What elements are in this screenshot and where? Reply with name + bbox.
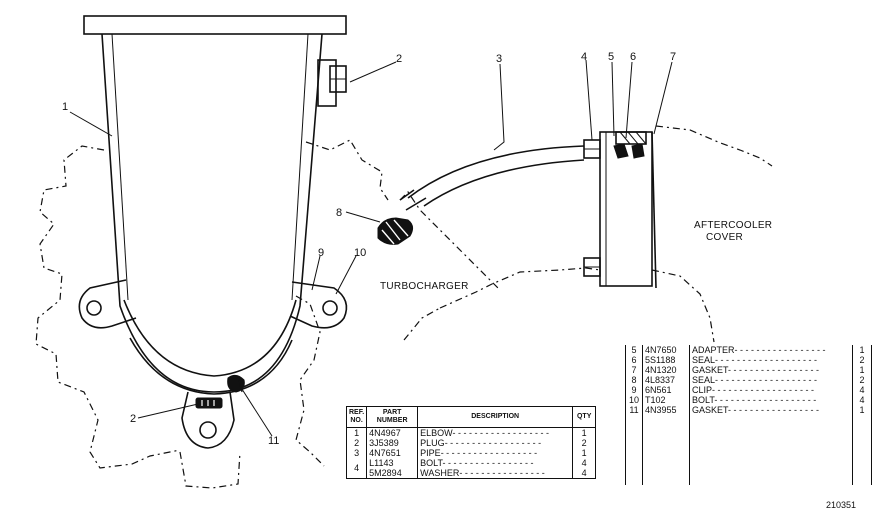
callout-leaders: [69, 59, 673, 437]
parts-table-right: 5 4N7650 ADAPTER- - - - - - - - - - - - …: [625, 345, 872, 485]
desc-cell: BOLT- - - - - - - - - - - - - - - - -: [417, 458, 574, 468]
table-row: 5 4N7650 ADAPTER- - - - - - - - - - - - …: [625, 345, 872, 355]
table-row: 10 T102 BOLT- - - - - - - - - - - - - - …: [625, 395, 872, 405]
ref-cell: 5: [625, 345, 643, 355]
desc-cell: SEAL- - - - - - - - - - - - - - - - - - …: [689, 375, 853, 385]
qty-cell: 1: [859, 365, 865, 375]
part-cell: 5M2894: [366, 468, 419, 479]
callout-2-bottom: 2: [130, 413, 136, 425]
desc-cell: GASKET- - - - - - - - - - - - - - - - -: [689, 365, 853, 375]
qty-cell: 2: [859, 375, 865, 385]
qty-cell: 1: [859, 405, 865, 415]
callout-8: 8: [336, 207, 342, 219]
callout-1: 1: [62, 101, 68, 113]
aftercooler-label-line1: AFTERCOOLER: [694, 220, 772, 231]
callout-9: 9: [318, 247, 324, 259]
ref-cell: 6: [625, 355, 643, 365]
table-filler-row: [625, 415, 872, 485]
callout-7: 7: [670, 51, 676, 63]
table-row: 9 6N561 CLIP- - - - - - - - - - - - - - …: [625, 385, 872, 395]
turbocharger-label: TURBOCHARGER: [380, 281, 469, 292]
desc-cell: SEAL- - - - - - - - - - - - - - - - - - …: [689, 355, 853, 365]
ref-cell: 8: [625, 375, 643, 385]
callout-6: 6: [630, 51, 636, 63]
desc-cell: WASHER- - - - - - - - - - - - - - - -: [417, 468, 574, 479]
table-row: 3 4N7651 PIPE- - - - - - - - - - - - - -…: [346, 448, 596, 458]
qty-cell: 1: [581, 428, 587, 438]
part-cell: 4N1320: [642, 365, 690, 375]
qty-cell: 2: [581, 438, 587, 448]
callout-4: 4: [581, 51, 587, 63]
part-cell: 4N3955: [642, 405, 690, 415]
figure-number: 210351: [826, 500, 857, 510]
desc-cell: PLUG- - - - - - - - - - - - - - - - - -: [417, 438, 574, 448]
header-description: DESCRIPTION: [417, 406, 574, 428]
desc-cell: CLIP- - - - - - - - - - - - - - - - - - …: [689, 385, 853, 395]
ref-cell: 3: [346, 448, 368, 458]
qty-cell: 4: [859, 395, 865, 405]
desc-cell: BOLT- - - - - - - - - - - - - - - - - - …: [689, 395, 853, 405]
table-row: 5M2894 WASHER- - - - - - - - - - - - - -…: [347, 468, 596, 479]
callout-3: 3: [496, 53, 502, 65]
header-ref: REF. NO.: [346, 406, 368, 428]
callout-10: 10: [354, 247, 366, 259]
pipe: [399, 145, 585, 211]
parts-table-left: REF. NO. PART NUMBER DESCRIPTION QTY 1 4…: [346, 406, 597, 479]
ref-cell: 1: [346, 427, 368, 438]
table-row: 7 4N1320 GASKET- - - - - - - - - - - - -…: [625, 365, 872, 375]
callout-11: 11: [268, 435, 279, 447]
part-cell: 5S1188: [642, 355, 690, 365]
part-cell: 4L8337: [642, 375, 690, 385]
desc-cell: GASKET- - - - - - - - - - - - - - - - -: [689, 405, 853, 415]
ref-cell: 7: [625, 365, 643, 375]
aftercooler-label-line2: COVER: [706, 232, 743, 243]
desc-cell: ADAPTER- - - - - - - - - - - - - - - - -: [689, 345, 853, 355]
turbocharger-housing-outline: [35, 125, 773, 489]
table-row: 2 3J5389 PLUG- - - - - - - - - - - - - -…: [346, 438, 596, 448]
table-row: 8 4L8337 SEAL- - - - - - - - - - - - - -…: [625, 375, 872, 385]
part-cell: 6N561: [642, 385, 690, 395]
adapter-assembly: [583, 131, 657, 289]
qty-cell: 1: [581, 448, 587, 458]
part-cell: T102: [642, 395, 690, 405]
ref-cell: 10: [625, 395, 643, 405]
desc-cell: ELBOW- - - - - - - - - - - - - - - - - -: [417, 427, 574, 438]
ref-cell: 11: [625, 405, 643, 415]
table-row: 1 4N4967 ELBOW- - - - - - - - - - - - - …: [346, 427, 596, 438]
table-row: 4 L1143 BOLT- - - - - - - - - - - - - - …: [346, 458, 596, 479]
header-part-number: PART NUMBER: [366, 406, 419, 428]
part-cell: L1143: [366, 458, 419, 468]
elbow-assembly: [78, 15, 348, 449]
callout-2-top: 2: [396, 53, 402, 65]
seal-part-8: [377, 217, 414, 245]
callout-numbers: 1 2 2 3 4 5 6 7 8 9 10 11: [62, 51, 676, 447]
qty-cell: 4: [581, 468, 587, 478]
table-row: 6 5S1188 SEAL- - - - - - - - - - - - - -…: [625, 355, 872, 365]
part-cell: 4N7650: [642, 345, 690, 355]
qty-cell: 1: [859, 345, 865, 355]
ref-cell: 2: [346, 438, 368, 448]
part-cell: 4N7651: [366, 448, 419, 458]
qty-cell: 2: [859, 355, 865, 365]
qty-cell: 4: [859, 385, 865, 395]
ref-cell: 9: [625, 385, 643, 395]
desc-cell: PIPE- - - - - - - - - - - - - - - - - -: [417, 448, 574, 458]
part-cell: 4N4967: [366, 427, 419, 438]
part-cell: 3J5389: [366, 438, 419, 448]
header-qty: QTY: [572, 406, 596, 428]
callout-5: 5: [608, 51, 614, 63]
qty-cell: 4: [581, 458, 587, 468]
table-row: 11 4N3955 GASKET- - - - - - - - - - - - …: [625, 405, 872, 415]
ref-cell: 4: [346, 458, 368, 479]
